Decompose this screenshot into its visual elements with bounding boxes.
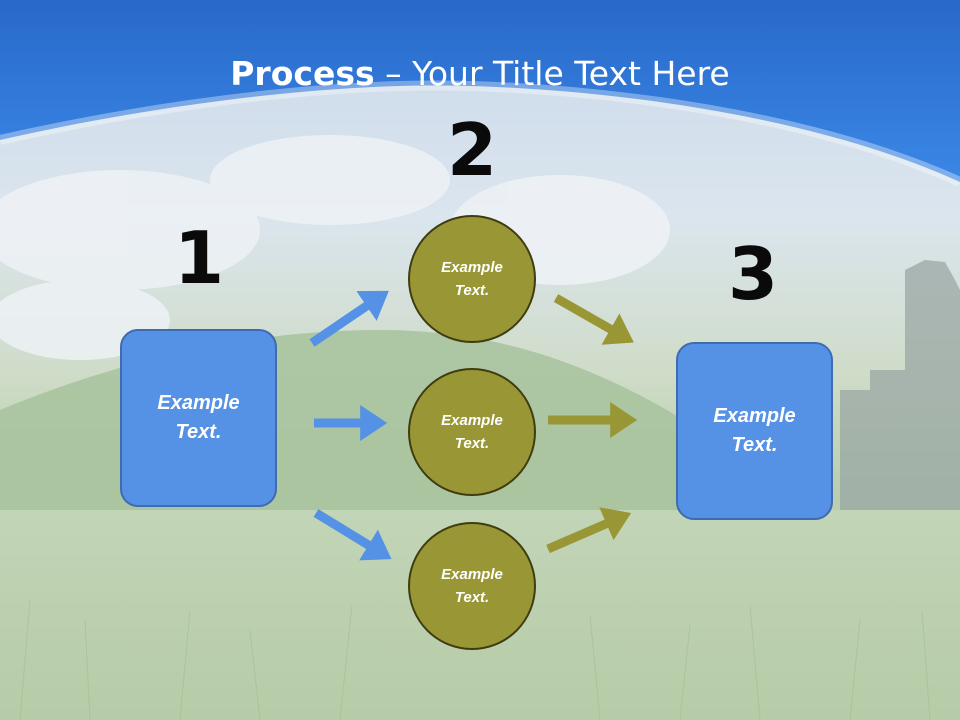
step-2-circle-middle: Example Text. <box>408 368 536 496</box>
step-number-2: 2 <box>446 108 498 192</box>
step-2-item-1-label: Example Text. <box>441 259 503 299</box>
step-2-item-3-label: Example Text. <box>441 566 503 606</box>
step-2-item-2-label: Example Text. <box>441 412 503 452</box>
arrow-2-bottom-to-3 <box>546 507 632 554</box>
step-3-box: Example Text. <box>676 342 833 520</box>
step-3-label: Example Text. <box>713 405 796 456</box>
step-number-1: 1 <box>173 216 225 300</box>
title-bold: Process <box>230 54 375 93</box>
step-2-circle-bottom: Example Text. <box>408 522 536 650</box>
slide-title: Process – Your Title Text Here <box>0 52 960 96</box>
arrow-2-top-to-3 <box>553 294 634 345</box>
step-1-label: Example Text. <box>157 392 240 443</box>
step-1-box: Example Text. <box>120 329 277 507</box>
arrow-1-to-2-bottom <box>313 509 392 561</box>
arrow-1-to-2-top <box>309 290 389 347</box>
step-2-circle-top: Example Text. <box>408 215 536 343</box>
title-rest: Your Title Text Here <box>412 54 730 93</box>
title-dash: – <box>374 54 413 93</box>
step-number-3: 3 <box>727 232 779 316</box>
